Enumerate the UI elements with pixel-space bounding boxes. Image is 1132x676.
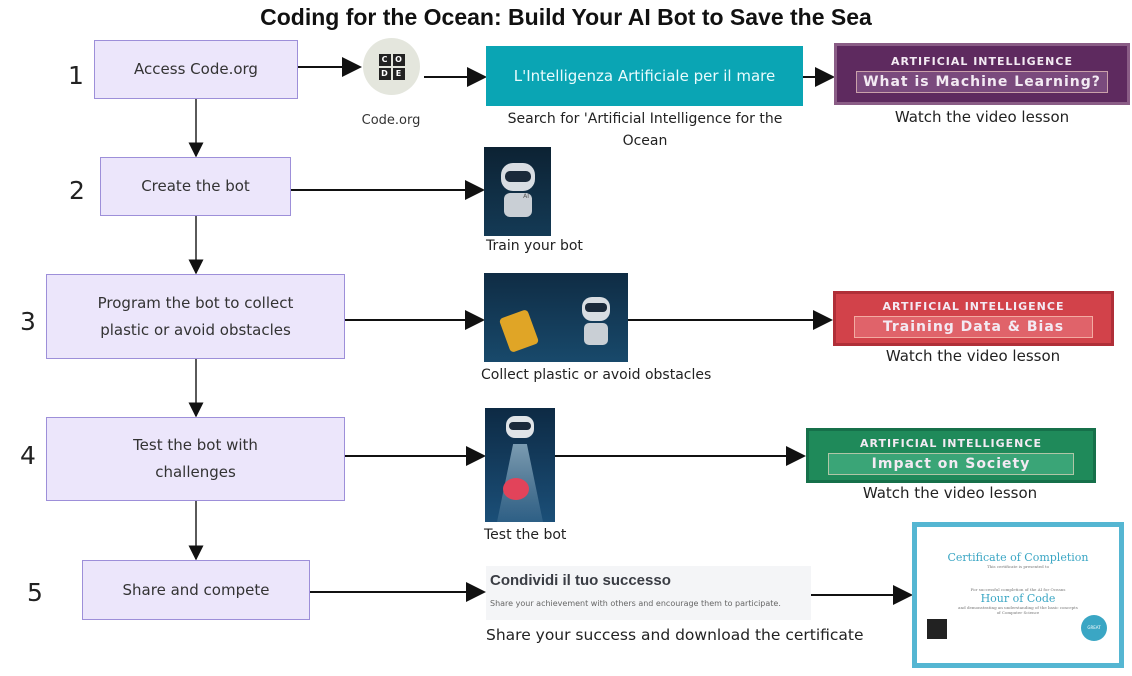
code-org-logo: C O D E <box>363 38 420 95</box>
step-number-1: 1 <box>68 61 84 90</box>
collect-plastic-image <box>484 273 628 362</box>
test-bot-caption: Test the bot <box>484 527 567 543</box>
banner-title: Training Data & Bias <box>854 315 1093 338</box>
logo-letter: D <box>378 67 391 80</box>
banner-title: Impact on Society <box>827 452 1075 475</box>
bot-tag: AI <box>504 193 532 217</box>
certificate-seal: GREAT WORK <box>1081 615 1107 656</box>
video-banner-training-data[interactable]: ARTIFICIAL INTELLIGENCE Training Data & … <box>833 291 1114 346</box>
train-bot-caption: Train your bot <box>486 238 583 254</box>
certificate-line1: For successful completion of the AI for … <box>970 587 1066 592</box>
video-caption-1: Watch the video lesson <box>894 108 1070 126</box>
banner-kicker: ARTIFICIAL INTELLIGENCE <box>882 299 1065 313</box>
step-box-access-code-org: Access Code.org <box>94 40 298 99</box>
step-number-4: 4 <box>20 441 36 470</box>
video-caption-4: Watch the video lesson <box>862 484 1038 502</box>
video-caption-3: Watch the video lesson <box>885 347 1061 365</box>
step-number-3: 3 <box>20 307 36 336</box>
certificate-image[interactable]: Certificate of Completion This certifica… <box>912 522 1124 668</box>
certificate-title: Certificate of Completion <box>947 551 1089 564</box>
banner-kicker: ARTIFICIAL INTELLIGENCE <box>891 55 1073 68</box>
logo-letter: E <box>392 67 405 80</box>
logo-letter: C <box>378 53 391 66</box>
certificate-line2: and demonstrating an understanding of th… <box>958 605 1078 615</box>
step-number-5: 5 <box>27 578 43 607</box>
logo-letter: O <box>392 53 405 66</box>
certificate-main: Hour of Code <box>980 592 1056 605</box>
share-caption: Share your success and download the cert… <box>486 626 864 644</box>
diagram-title: Coding for the Ocean: Build Your AI Bot … <box>260 4 872 30</box>
search-caption: Search for 'Artificial Intelligence for … <box>507 111 783 149</box>
step-number-2: 2 <box>69 176 85 205</box>
test-bot-image <box>485 408 555 522</box>
collect-plastic-caption: Collect plastic or avoid obstacles <box>481 367 712 383</box>
certificate-subtitle: This certificate is presented to <box>986 564 1050 569</box>
share-text: Share your achievement with others and e… <box>490 599 781 608</box>
share-card: Condividi il tuo successo Share your ach… <box>486 566 811 620</box>
banner-kicker: ARTIFICIAL INTELLIGENCE <box>860 436 1042 450</box>
step-box-share-compete: Share and compete <box>82 560 310 620</box>
step-box-create-bot: Create the bot <box>100 157 291 216</box>
video-banner-machine-learning[interactable]: ARTIFICIAL INTELLIGENCE What is Machine … <box>834 43 1130 105</box>
train-bot-image: AI <box>484 147 551 236</box>
video-banner-impact-society[interactable]: ARTIFICIAL INTELLIGENCE Impact on Societ… <box>806 428 1096 483</box>
code-org-caption: Code.org <box>361 113 421 128</box>
share-title: Condividi il tuo successo <box>490 572 671 589</box>
banner-title: What is Machine Learning? <box>856 71 1108 93</box>
certificate-code-logo <box>927 619 947 639</box>
step-box-test-bot: Test the bot with challenges <box>46 417 345 501</box>
step-box-program-bot: Program the bot to collect plastic or av… <box>46 274 345 359</box>
search-term-box: L'Intelligenza Artificiale per il mare <box>486 46 803 106</box>
